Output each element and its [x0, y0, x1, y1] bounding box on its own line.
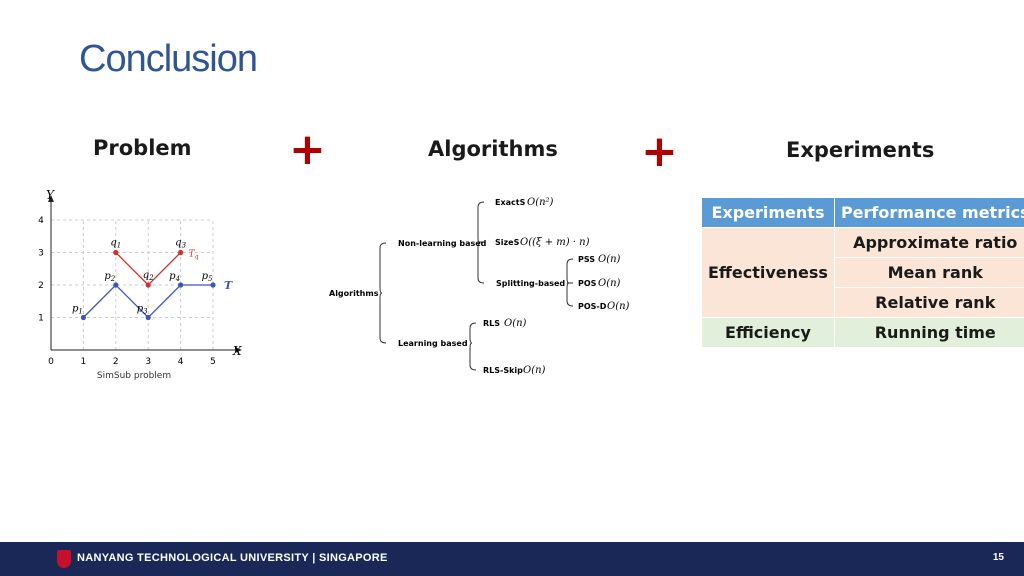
footer-bar: NANYANG TECHNOLOGICAL UNIVERSITY | SINGA… [0, 542, 1024, 576]
tree-posd: POS-D [578, 302, 607, 311]
simsub-plot: 0 1 2 3 4 5 1 2 3 4 p1 p2 p3 p4 p5 q1 q2 q3T Tq X Y SimSu… [38, 188, 242, 381]
complexity-label: O(n) [607, 301, 630, 312]
tree-branch [477, 242, 485, 284]
page-number: 15 [992, 552, 1004, 563]
tree-exacts: ExactS [495, 198, 526, 207]
plus-icon: + [289, 124, 326, 175]
algorithms-heading: Algorithms [428, 137, 558, 161]
complexity-label: O(n) [504, 318, 527, 329]
tree-branch [469, 342, 477, 371]
algorithm-tree: Algorithms Non-learning based Learning b… [329, 197, 630, 376]
data-point [145, 282, 151, 288]
tree-branch [566, 258, 574, 284]
x-tick-label: 3 [145, 357, 151, 367]
tree-pos: POS [578, 279, 597, 288]
x-axis-arrow-icon [235, 347, 242, 353]
tree-branch [379, 292, 387, 344]
y-axis-arrow-icon [48, 195, 54, 202]
x-tick-label: 5 [210, 357, 216, 367]
complexity-label: O(n²) [527, 197, 554, 208]
problem-heading: Problem [93, 136, 192, 160]
data-point [178, 249, 184, 256]
data-point [178, 282, 184, 288]
point-label: q2 [143, 270, 154, 282]
tree-branch [379, 242, 387, 294]
point-label: q3 [175, 238, 186, 250]
efficiency-cell: Efficiency [701, 317, 835, 348]
complexity-label: O(n) [598, 278, 621, 289]
series-label-T: T [224, 279, 233, 292]
x-tick-label: 4 [178, 357, 184, 367]
university-name: NANYANG TECHNOLOGICAL UNIVERSITY | SINGA… [77, 552, 388, 564]
data-point [113, 249, 119, 256]
point-label: p5 [202, 271, 213, 283]
x-axis-label: X [232, 344, 242, 358]
series-label-Tq: Tq [189, 250, 199, 261]
tree-learning: Learning based [398, 339, 468, 348]
y-tick-label: 1 [38, 314, 44, 324]
y-tick-label: 2 [38, 281, 44, 291]
data-point [113, 282, 119, 288]
metric-cell: Mean rank [833, 257, 1024, 288]
x-tick-label: 1 [81, 357, 87, 367]
y-tick-label: 3 [38, 249, 44, 259]
experiments-table: Experiments Performance metrics Effectiv… [701, 197, 1024, 348]
tree-non-learning: Non-learning based [398, 239, 487, 248]
experiments-heading: Experiments [786, 138, 935, 162]
table-header: Performance metrics [833, 197, 1024, 228]
table-header: Experiments [701, 197, 835, 228]
x-tick-label: 2 [113, 357, 119, 367]
metric-cell: Approximate ratio [833, 227, 1024, 258]
y-axis-label: Y [46, 188, 55, 202]
tree-root: Algorithms [329, 289, 379, 298]
tree-pss: PSS [578, 255, 595, 264]
point-label: q1 [110, 238, 121, 250]
tree-branch [566, 282, 574, 307]
complexity-label: O(n) [598, 254, 621, 265]
complexity-label: O(n) [523, 365, 546, 376]
tree-rls: RLS [483, 319, 500, 328]
tree-splitting: Splitting-based [496, 279, 565, 288]
tree-rlsskip: RLS-Skip [483, 366, 523, 375]
point-label: p2 [104, 271, 115, 283]
data-point [80, 314, 86, 321]
data-point [210, 282, 216, 288]
plus-icon: + [641, 126, 678, 177]
complexity-label: O((ξ + m) · n) [520, 237, 590, 248]
point-label: p1 [72, 304, 83, 316]
ntu-logo-icon [57, 550, 71, 568]
x-tick-label: 0 [48, 357, 54, 367]
data-point [145, 314, 151, 321]
tree-branch [469, 322, 477, 344]
effectiveness-cell: Effectiveness [701, 227, 835, 318]
point-label: p4 [169, 271, 180, 283]
tree-sizes: SizeS [495, 238, 520, 247]
y-tick-label: 4 [38, 216, 44, 226]
tree-branch [477, 201, 485, 244]
metric-cell: Relative rank [833, 287, 1024, 318]
plot-caption: SimSub problem [97, 371, 171, 381]
slide-title: Conclusion [79, 38, 258, 80]
point-label: p3 [137, 304, 148, 316]
metric-cell: Running time [833, 317, 1024, 348]
